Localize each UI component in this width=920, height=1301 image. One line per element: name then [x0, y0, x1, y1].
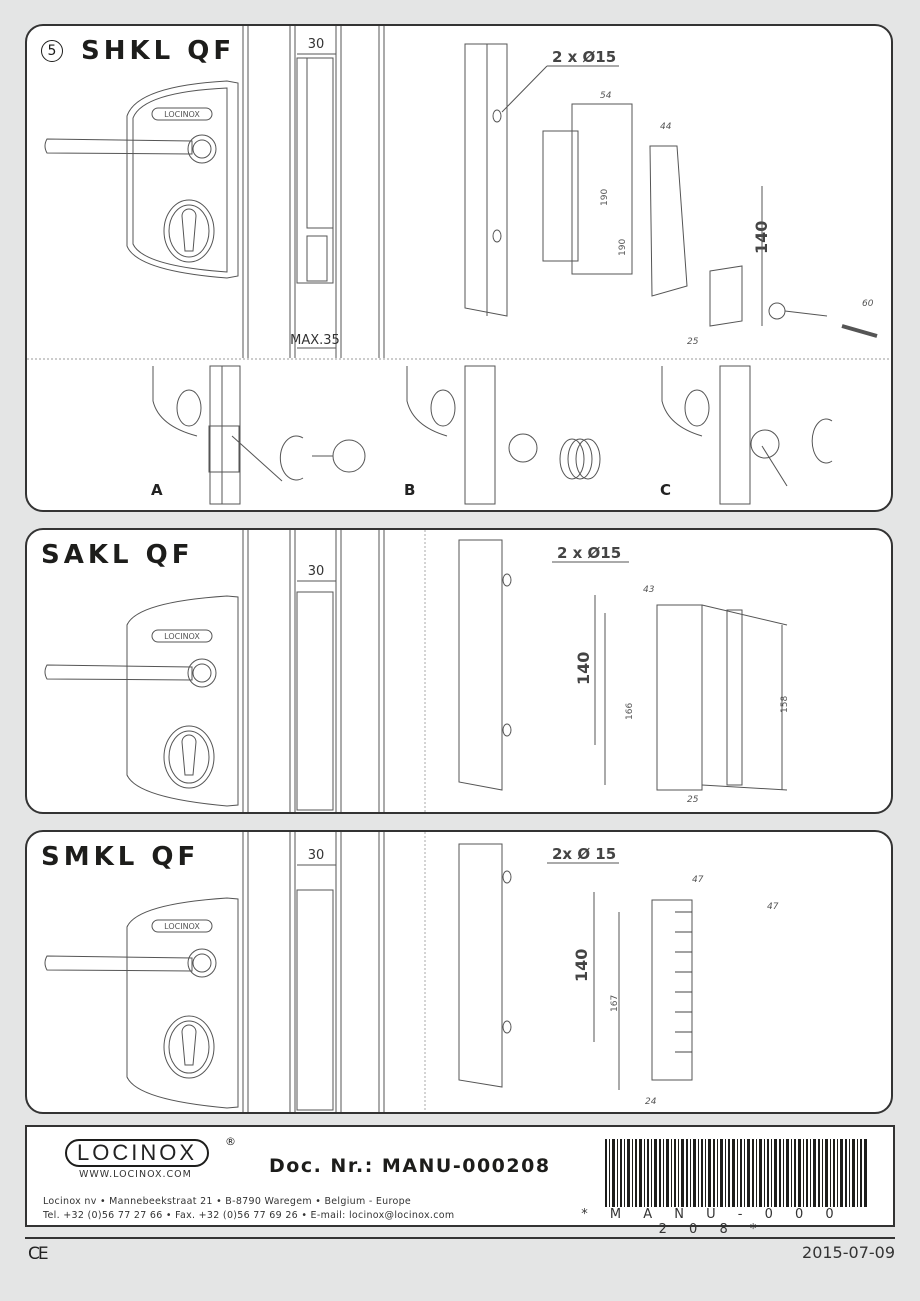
- svg-text:25: 25: [687, 795, 699, 805]
- footer-info-box: LOCINOX ® WWW.LOCINOX.COM Doc. Nr.: MANU…: [25, 1125, 895, 1237]
- panel-title: SMKL QF: [41, 842, 200, 872]
- svg-text:167: 167: [610, 995, 620, 1012]
- svg-text:140: 140: [574, 652, 593, 685]
- svg-text:MAX.35: MAX.35: [290, 333, 340, 348]
- ce-mark-icon: CE: [28, 1244, 49, 1264]
- sub-step-label-a: A: [151, 481, 163, 499]
- sub-step-label-b: B: [404, 481, 416, 499]
- svg-text:54: 54: [600, 91, 612, 101]
- svg-text:43: 43: [643, 585, 655, 595]
- registered-mark: ®: [225, 1135, 236, 1148]
- svg-text:44: 44: [660, 122, 672, 132]
- barcode: [605, 1139, 867, 1207]
- locinox-logo: LOCINOX ® WWW.LOCINOX.COM: [65, 1135, 236, 1180]
- svg-text:25: 25: [687, 337, 699, 347]
- svg-text:158: 158: [780, 696, 790, 713]
- svg-text:LOCINOX: LOCINOX: [164, 922, 200, 931]
- panel-sakl-qf: SAKL QF LOCINOX 30 2 x Ø15 140 43 166 15…: [25, 528, 893, 814]
- sub-step-label-c: C: [660, 481, 672, 499]
- website: WWW.LOCINOX.COM: [79, 1169, 192, 1180]
- shkl-drawing: LOCINOX 30 MAX.35 2 x Ø15 54 190 44 190 …: [27, 26, 891, 505]
- barcode-label: * M A N U - 0 0 0 2 0 8 *: [581, 1207, 843, 1237]
- svg-text:30: 30: [308, 37, 325, 52]
- company-address: Locinox nv • Mannebeekstraat 21 • B-8790…: [43, 1196, 455, 1221]
- svg-text:190: 190: [600, 189, 610, 206]
- svg-text:2x Ø 15: 2x Ø 15: [552, 845, 616, 863]
- svg-text:LOCINOX: LOCINOX: [164, 632, 200, 641]
- svg-text:60: 60: [862, 299, 874, 309]
- document-date: 2015-07-09: [802, 1243, 895, 1262]
- svg-text:24: 24: [645, 1097, 657, 1107]
- footer-rule: [25, 1237, 895, 1239]
- svg-text:2 x Ø15: 2 x Ø15: [557, 544, 621, 562]
- doc-number: Doc. Nr.: MANU-000208: [269, 1155, 551, 1177]
- svg-text:47: 47: [692, 875, 704, 885]
- panel-smkl-qf: SMKL QF LOCINOX 30 2x Ø 15 140 47 47 167…: [25, 830, 893, 1114]
- svg-text:30: 30: [308, 848, 325, 863]
- svg-text:47: 47: [767, 902, 779, 912]
- svg-text:140: 140: [572, 949, 591, 982]
- panel-title: SAKL QF: [41, 540, 194, 570]
- svg-text:LOCINOX: LOCINOX: [164, 110, 200, 119]
- step-number: 5: [41, 40, 63, 62]
- smkl-drawing: LOCINOX 30 2x Ø 15 140 47 47 167 24: [44, 832, 779, 1112]
- sakl-drawing: LOCINOX 30 2 x Ø15 140 43 166 158 25: [44, 530, 790, 812]
- svg-text:2 x Ø15: 2 x Ø15: [552, 48, 616, 66]
- svg-text:166: 166: [625, 703, 635, 720]
- svg-text:190: 190: [618, 239, 628, 256]
- svg-text:30: 30: [308, 564, 325, 579]
